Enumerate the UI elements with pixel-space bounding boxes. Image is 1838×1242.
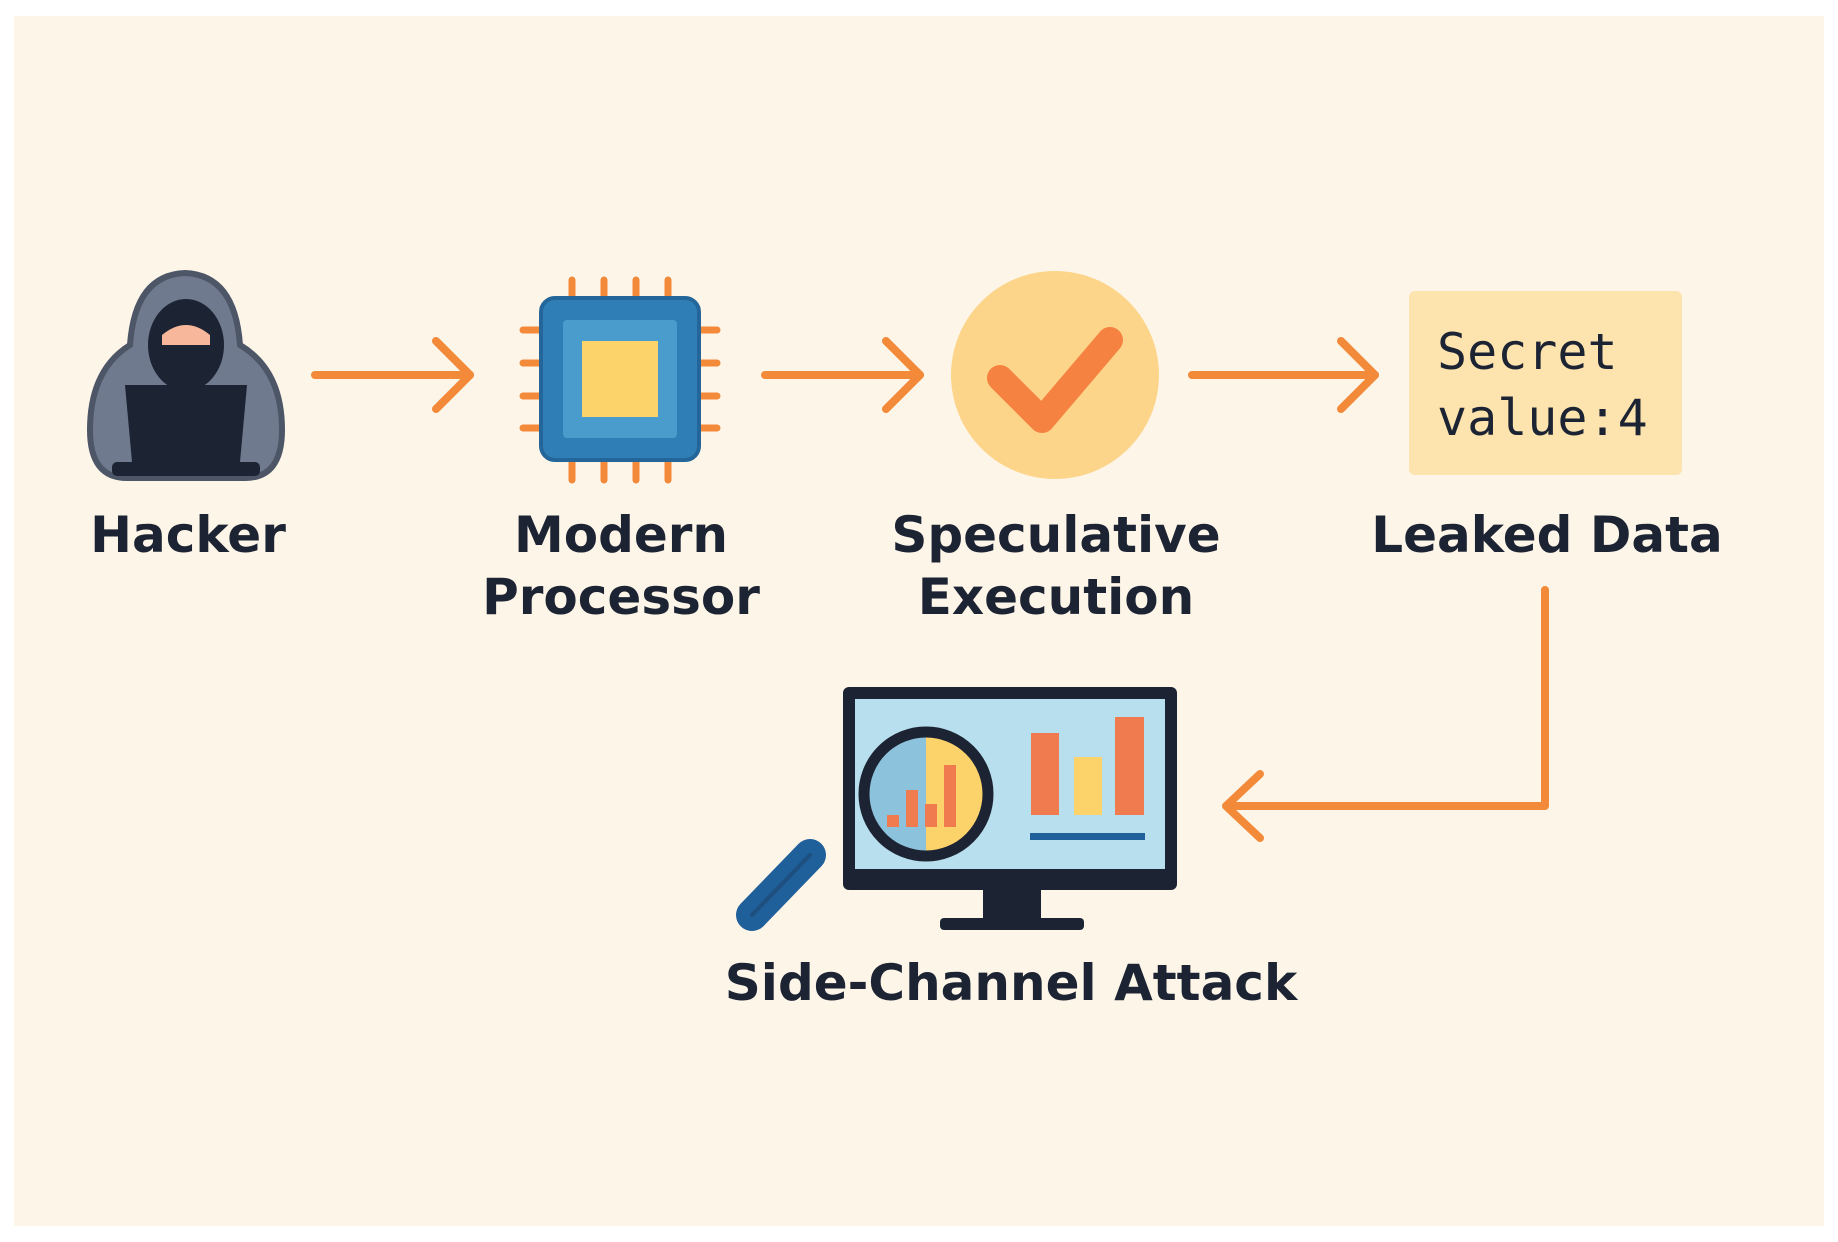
processor-label: Modern Processor: [482, 504, 760, 628]
checkmark-circle-icon: [951, 271, 1159, 479]
speculative-label: Speculative Execution: [891, 504, 1220, 628]
diagram-background: [14, 16, 1824, 1226]
secret-line1: Secret: [1437, 323, 1618, 381]
leaked-data-label-text: Leaked Data: [1371, 506, 1723, 564]
side-channel-label-text: Side-Channel Attack: [724, 954, 1298, 1012]
arrow-processor-to-speculative: [761, 337, 924, 413]
arrow-hacker-to-processor: [311, 337, 474, 413]
hacker-label-text: Hacker: [90, 506, 286, 564]
hooded-hacker-icon: [86, 269, 286, 481]
secret-line2: value:4: [1437, 389, 1648, 447]
secret-value-box: Secret value:4: [1409, 291, 1682, 475]
speculative-label-line1: Speculative: [891, 506, 1221, 564]
cpu-chip-icon: [519, 276, 721, 484]
hacker-label: Hacker: [90, 504, 286, 566]
arrow-leaked-to-side-channel: [1222, 586, 1549, 842]
arrow-speculative-to-leaked: [1188, 337, 1379, 413]
processor-label-line1: Modern: [513, 506, 729, 564]
leaked-data-label: Leaked Data: [1371, 504, 1722, 566]
speculative-label-line2: Execution: [917, 568, 1195, 626]
monitor-magnifier-icon: [736, 687, 1177, 931]
side-channel-label: Side-Channel Attack: [725, 952, 1297, 1014]
processor-label-line2: Processor: [482, 568, 760, 626]
